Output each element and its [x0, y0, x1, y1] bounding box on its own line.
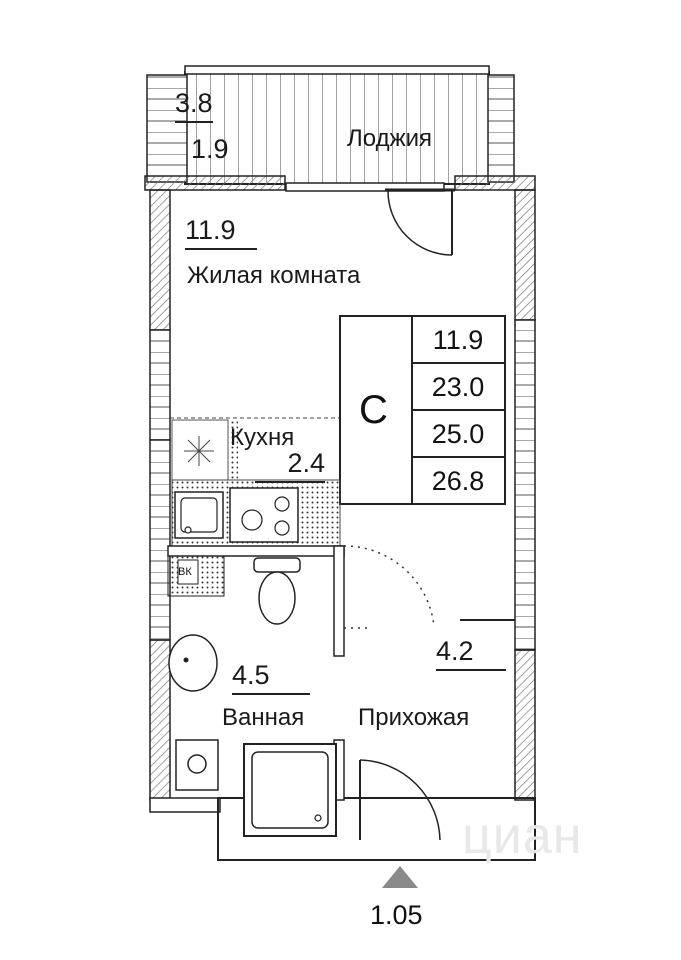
- shower-icon: [243, 743, 337, 837]
- watermark-logo: циан: [462, 807, 583, 865]
- summary-value: 25.0: [431, 419, 485, 449]
- exterior-walls: [144, 175, 536, 861]
- fridge-icon: [184, 436, 214, 466]
- summary-value: 11.9: [432, 325, 484, 355]
- stove-burner-icon: [274, 496, 290, 512]
- loggia-area-total: 3.8: [175, 88, 213, 123]
- washbasin-icon: [168, 634, 218, 692]
- living-room-name: Жилая комната: [187, 262, 361, 289]
- kitchen-area: 2.4: [255, 448, 325, 483]
- entrance-arrow-icon: [382, 866, 418, 888]
- living-room-area: 11.9: [185, 215, 257, 250]
- bathroom-door: [343, 545, 515, 629]
- loggia-name: Лоджия: [347, 125, 433, 152]
- bathroom-area: 4.5: [232, 660, 310, 695]
- washing-machine-icon: [175, 739, 219, 791]
- ceiling-height: 1.05: [370, 900, 423, 930]
- loggia: [146, 65, 515, 192]
- kitchen-fixtures: [171, 419, 341, 547]
- summary-value: 23.0: [431, 372, 485, 402]
- kitchen-name: Кухня: [230, 424, 295, 451]
- summary-table: [339, 315, 506, 505]
- bathroom-name: Ванная: [222, 704, 305, 731]
- hallway-name: Прихожая: [358, 704, 470, 731]
- balcony-door: [385, 188, 455, 256]
- toilet-icon: [253, 557, 301, 625]
- entrance-door: [359, 759, 441, 841]
- stove-burner-icon: [274, 520, 290, 536]
- apartment-type-letter: С: [359, 388, 388, 432]
- hallway-area: 4.2: [436, 636, 506, 671]
- stove-burner-icon: [241, 509, 263, 531]
- summary-value: 26.8: [431, 466, 485, 496]
- faucet-icon: [184, 526, 192, 534]
- loggia-area-reduced: 1.9: [191, 134, 229, 164]
- bathroom-walls: [167, 545, 345, 801]
- vk-label: ВК: [178, 566, 192, 578]
